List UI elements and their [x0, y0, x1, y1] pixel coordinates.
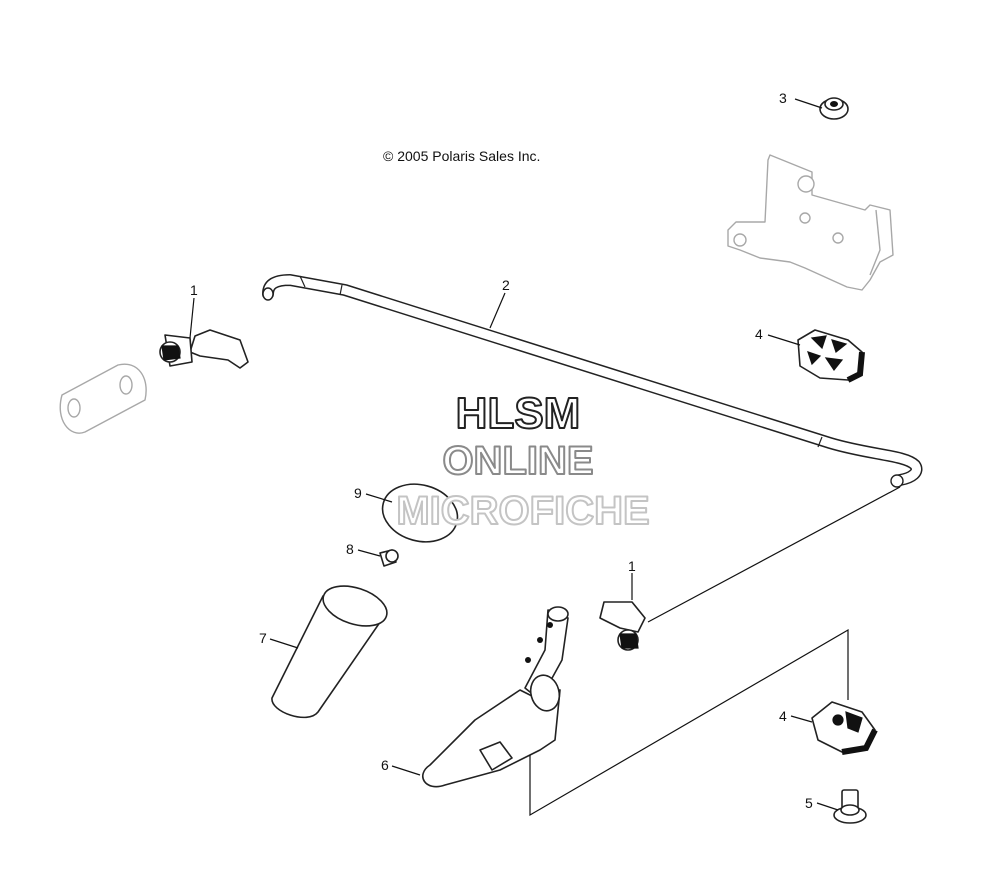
callout-1-lower: 1: [628, 558, 636, 574]
callout-3: 3: [779, 90, 787, 106]
callout-4-lower: 4: [779, 708, 787, 724]
callout-7: 7: [259, 630, 267, 646]
watermark: HLSM ONLINE MICROFICHE: [395, 388, 650, 534]
callout-8: 8: [346, 541, 354, 557]
callout-4-upper: 4: [755, 326, 763, 342]
bushing-lower: [811, 701, 878, 755]
watermark-line-2: ONLINE: [442, 439, 593, 483]
callout-2: 2: [502, 277, 510, 293]
flange-nut: [819, 97, 849, 120]
link-clip-lower: [599, 601, 646, 651]
small-screw: [379, 549, 399, 567]
callout-6: 6: [381, 757, 389, 773]
copyright-text: © 2005 Polaris Sales Inc.: [383, 148, 540, 164]
bushing-upper: [797, 329, 865, 383]
knob-cap: [381, 483, 459, 543]
stabilizer-bar: [262, 274, 923, 488]
watermark-line-1: HLSM: [456, 389, 581, 438]
assembly-lines: [529, 486, 901, 817]
link-clip-upper: [159, 329, 249, 369]
watermark-line-3: MICROFICHE: [396, 489, 649, 533]
callout-5: 5: [805, 795, 813, 811]
flange-bolt: [833, 789, 867, 824]
callout-9: 9: [354, 485, 362, 501]
frame-bracket-ghost: [727, 154, 894, 291]
callout-1-upper: 1: [190, 282, 198, 298]
shift-grip: [271, 585, 388, 719]
shift-lever: [422, 606, 569, 788]
bushing-ghost: [59, 363, 147, 434]
leader-lines: [189, 98, 839, 811]
